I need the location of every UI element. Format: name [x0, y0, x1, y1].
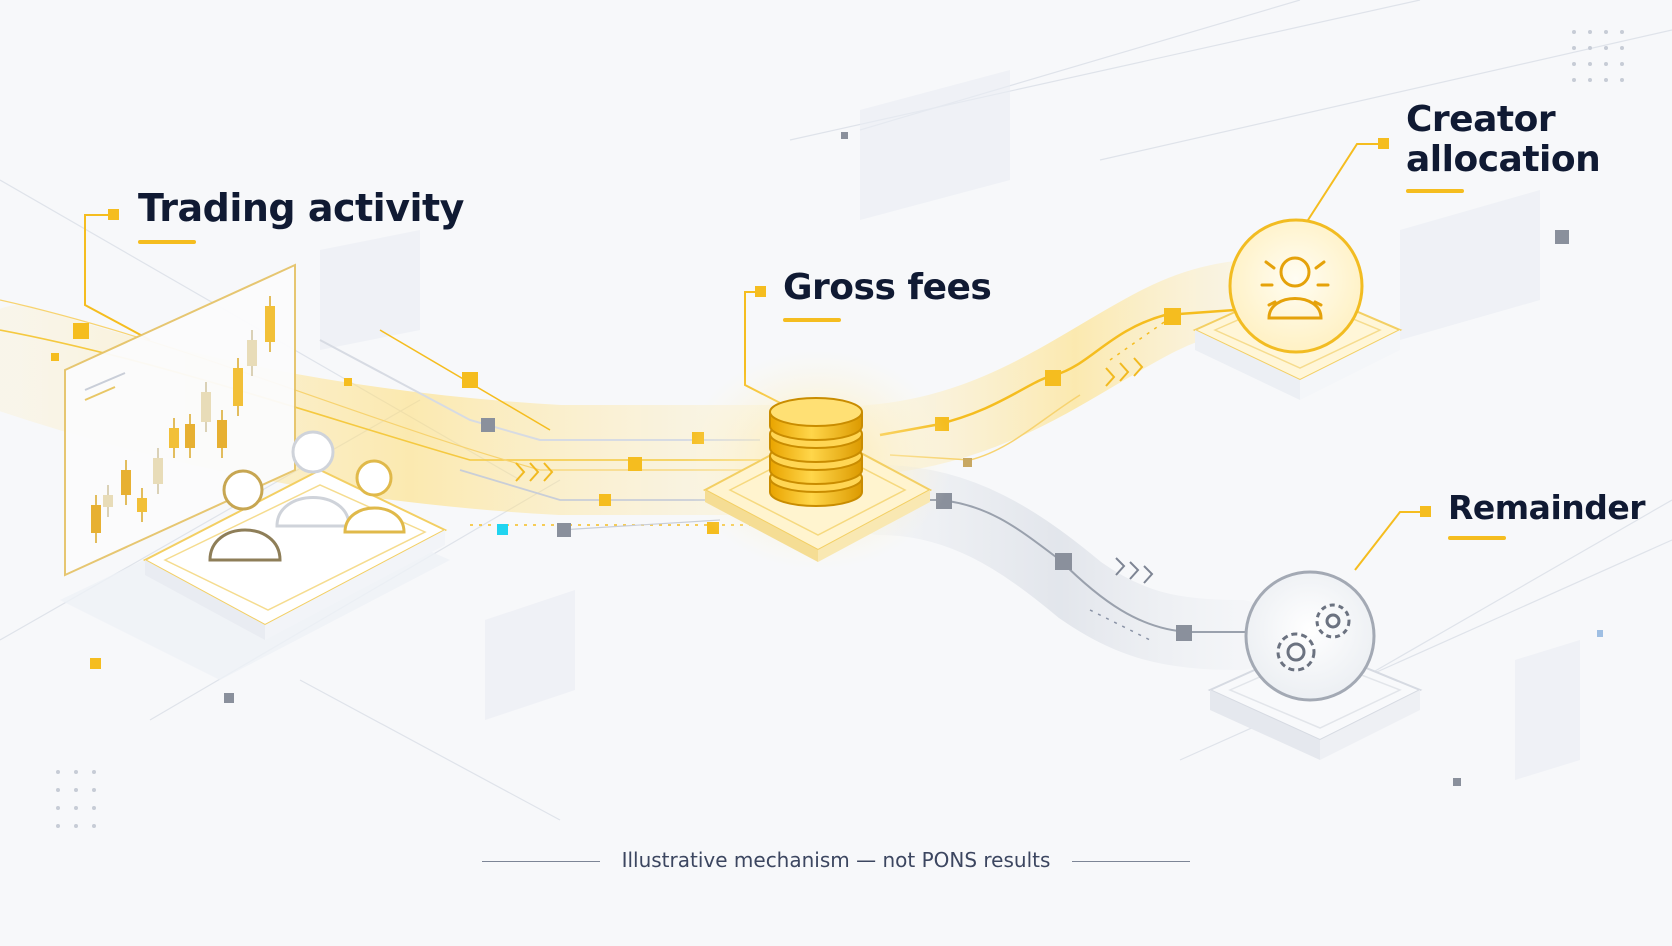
trading-activity-underline: [138, 239, 196, 244]
chevrons-remainder: [1115, 557, 1154, 584]
footer-rule-right: [1072, 861, 1191, 862]
chevrons-creator: [1105, 357, 1144, 387]
person-icon: [1260, 256, 1330, 320]
creator-allocation-line2: allocation: [1406, 138, 1601, 180]
coin-stack-icon: [769, 397, 863, 507]
remainder-badge: [1244, 570, 1376, 702]
candlestick-chart-icon: [91, 296, 275, 543]
candle-body: [265, 306, 275, 342]
remainder-label: Remainder: [1448, 488, 1646, 541]
candle-body: [217, 420, 227, 448]
creator-allocation-label: Creator allocation: [1406, 99, 1601, 194]
candle-body: [247, 340, 257, 366]
blue-node: [1597, 630, 1603, 637]
footer-caption: Illustrative mechanism — not PONS result…: [0, 848, 1672, 872]
candle-body: [169, 428, 179, 448]
trading-activity-label: Trading activity: [138, 186, 464, 244]
candle-body: [233, 368, 243, 406]
chevrons-input: [515, 462, 554, 482]
gears-icon: [1276, 603, 1351, 672]
footer-rule-left: [481, 861, 600, 862]
label-leader-markers: [108, 138, 1431, 517]
candle-body: [185, 424, 195, 448]
users-group-icon: [208, 430, 406, 562]
candle-body: [103, 495, 113, 507]
gross-fees-label: Gross fees: [783, 267, 992, 322]
creator-allocation-line1: Creator: [1406, 99, 1556, 140]
candle-body: [121, 470, 131, 495]
trading-activity-text: Trading activity: [138, 186, 464, 230]
trading-panel: [64, 263, 296, 577]
dot-grid-top-right: [1572, 30, 1624, 82]
cyan-node: [497, 524, 508, 535]
creator-allocation-underline: [1406, 189, 1464, 194]
background-panels: [320, 70, 1580, 780]
gross-fees-underline: [783, 317, 841, 322]
candle-body: [201, 392, 211, 422]
candle-body: [137, 498, 147, 512]
remainder-underline: [1448, 536, 1506, 541]
candle-body: [153, 458, 163, 484]
dot-grid-bottom-left: [56, 770, 96, 828]
footer-text: Illustrative mechanism — not PONS result…: [621, 848, 1051, 872]
remainder-text: Remainder: [1448, 488, 1646, 527]
gross-fees-text: Gross fees: [783, 267, 992, 308]
gold-flow-ribbon-right: [835, 257, 1315, 475]
candle-body: [91, 505, 101, 533]
